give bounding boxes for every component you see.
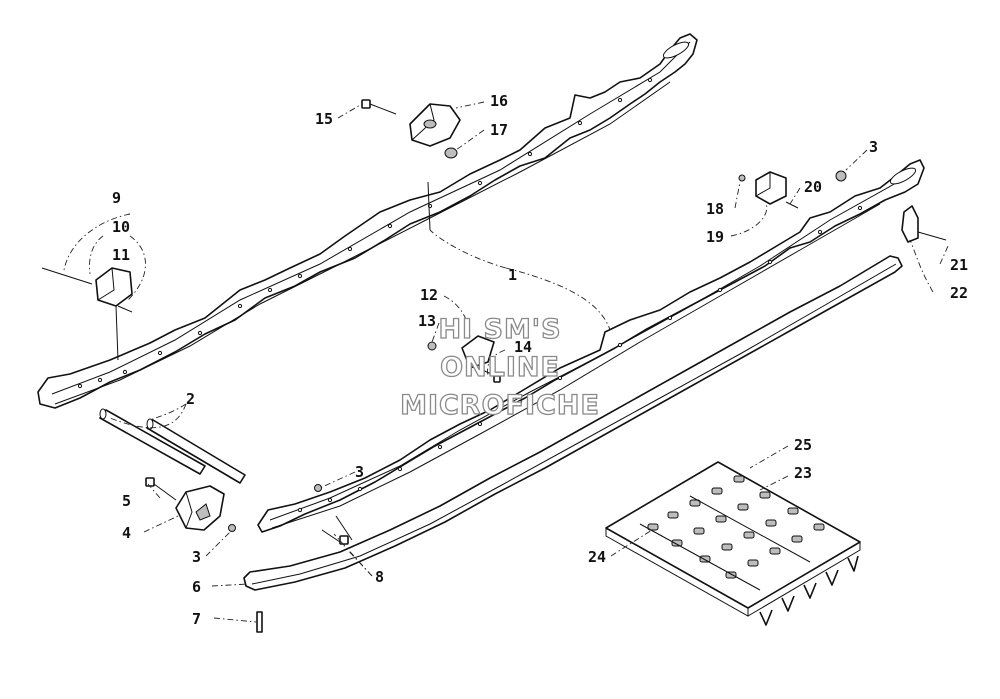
callout-14: 14 (514, 338, 532, 356)
bolt-15 (361, 99, 397, 115)
callout-3-upper-right: 3 (869, 138, 878, 156)
callout-11: 11 (112, 246, 130, 264)
callout-21: 21 (950, 256, 968, 274)
wear-strip (243, 255, 903, 591)
callout-7: 7 (192, 610, 201, 628)
callout-25: 25 (794, 436, 812, 454)
left-bumper-bracket (41, 267, 133, 313)
center-bracket (427, 335, 501, 383)
watermark-line-3: MICROFICHE (400, 390, 600, 421)
callout-10: 10 (112, 218, 130, 236)
front-bolts (314, 484, 353, 545)
callout-22: 22 (950, 284, 968, 302)
callout-9: 9 (112, 189, 121, 207)
right-slide-rail (257, 159, 925, 533)
watermark-line-2: ONLINE (440, 352, 560, 383)
callout-13: 13 (418, 312, 436, 330)
cross-shaft-assembly (99, 408, 246, 484)
watermark: HI SM'S ONLINE MICROFICHE (399, 313, 600, 421)
nut-17 (444, 147, 458, 159)
callout-1: 1 (508, 266, 517, 284)
callout-8: 8 (375, 568, 384, 586)
stud-7 (256, 611, 263, 633)
track-section (605, 461, 861, 626)
callout-12: 12 (420, 286, 438, 304)
callout-17: 17 (490, 121, 508, 139)
callout-20: 20 (804, 178, 822, 196)
callout-23: 23 (794, 464, 812, 482)
leader-lines (63, 101, 949, 623)
track-clips (647, 475, 825, 579)
callout-19: 19 (706, 228, 724, 246)
rear-end-cap (835, 170, 947, 243)
callout-4: 4 (122, 524, 131, 542)
front-rubber-block (145, 477, 236, 532)
left-rail-holes (77, 77, 653, 389)
right-stop-block (738, 171, 799, 209)
upper-bracket (409, 103, 461, 147)
callout-3-lower: 3 (192, 548, 201, 566)
track-lugs (759, 555, 859, 626)
left-slide-rail (37, 33, 698, 409)
callout-3-front: 3 (355, 463, 364, 481)
callout-5: 5 (122, 492, 131, 510)
right-rail-holes (297, 205, 863, 513)
callout-24: 24 (588, 548, 606, 566)
callout-2: 2 (186, 390, 195, 408)
callout-6: 6 (192, 578, 201, 596)
watermark-line-1: HI SM'S (438, 314, 561, 345)
callout-15: 15 (315, 110, 333, 128)
callout-labels: 1 2 3 3 3 4 5 6 7 8 9 10 11 12 13 14 15 … (112, 92, 968, 628)
callout-16: 16 (490, 92, 508, 110)
callout-18: 18 (706, 200, 724, 218)
